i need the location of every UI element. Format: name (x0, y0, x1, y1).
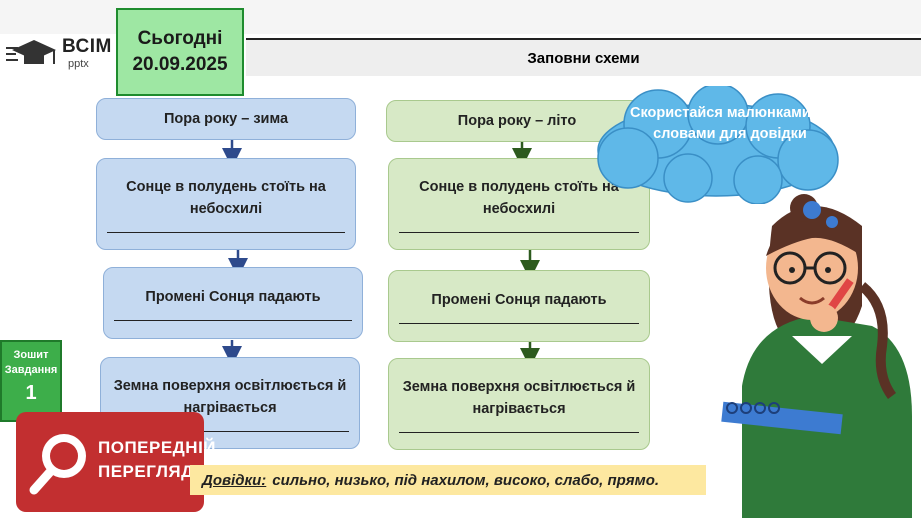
date-box: Сьогодні 20.09.2025 (116, 8, 244, 96)
page-title: Заповни схеми (527, 49, 640, 67)
winter-title: Пора року – зима (163, 111, 289, 127)
task-badge: Зошит Завдання 1 (0, 340, 62, 422)
winter-step1-box: Сонце в полудень стоїть на небосхилі (96, 158, 356, 250)
page-title-bar: Заповни схеми (246, 38, 921, 76)
logo: ВСІМ pptx (6, 34, 118, 74)
summer-step3-answer-line[interactable] (399, 420, 639, 433)
hint-key: Довідки: (202, 471, 267, 489)
preview-badge[interactable]: ПОПЕРЕДНІЙ ПЕРЕГЛЯД (16, 412, 216, 512)
summer-step3-box: Земна поверхня освітлюється й нагріваєть… (388, 358, 650, 450)
preview-line2: ПЕРЕГЛЯД (98, 462, 194, 481)
hint-strip: Довідки: сильно, низько, під нахилом, ви… (190, 465, 706, 495)
graduation-cap-icon (6, 40, 56, 64)
badge-line1: Зошит (13, 349, 49, 361)
winter-title-box: Пора року – зима (96, 98, 356, 140)
summer-title: Пора року – літо (457, 113, 577, 129)
winter-step2-box: Промені Сонця падають (103, 267, 363, 339)
date-value: 20.09.2025 (132, 54, 228, 75)
logo-sub: pptx (68, 58, 89, 70)
winter-step3-answer-line[interactable] (111, 419, 349, 432)
cloud-text: Скористайся малюнками та словами для дов… (630, 105, 830, 142)
magnifier-icon (29, 434, 86, 495)
winter-step1: Сонце в полудень стоїть на небосхилі (126, 178, 326, 217)
winter-step3: Земна поверхня освітлюється й нагріваєть… (113, 377, 347, 416)
student-girl-illustration (721, 194, 912, 518)
summer-step1-box: Сонце в полудень стоїть на небосхилі (388, 158, 650, 250)
badge-number: 1 (25, 382, 37, 404)
summer-step1-answer-line[interactable] (399, 220, 639, 233)
winter-step2-answer-line[interactable] (114, 308, 352, 321)
summer-step2-box: Промені Сонця падають (388, 270, 650, 342)
badge-line2: Завдання (4, 364, 58, 376)
winter-step2: Промені Сонця падають (145, 288, 321, 305)
summer-step1: Сонце в полудень стоїть на небосхилі (419, 178, 619, 217)
winter-step1-answer-line[interactable] (107, 220, 345, 233)
date-label: Сьогодні (137, 28, 223, 49)
summer-step2-answer-line[interactable] (399, 311, 639, 324)
winter-step3-box: Земна поверхня освітлюється й нагріваєть… (100, 357, 360, 449)
summer-step2: Промені Сонця падають (431, 291, 607, 308)
cloud-shape (597, 86, 839, 204)
preview-line1: ПОПЕРЕДНІЙ (98, 438, 217, 457)
logo-brand: ВСІМ (62, 36, 112, 57)
summer-step3: Земна поверхня освітлюється й нагріваєть… (402, 378, 636, 417)
hint-words: сильно, низько, під нахилом, високо, сла… (272, 471, 660, 489)
